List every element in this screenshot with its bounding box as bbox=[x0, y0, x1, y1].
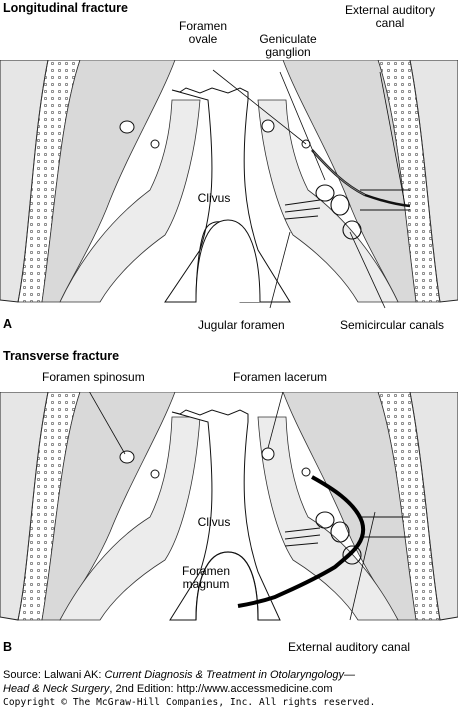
label-foramen-magnum: Foramen magnum bbox=[181, 564, 231, 591]
label-clivus-b: Clivus bbox=[197, 515, 231, 529]
label-clivus-a: Clivus bbox=[197, 191, 231, 205]
foramen-magnum-b bbox=[195, 551, 259, 621]
skull-base-diagram-b bbox=[0, 392, 458, 637]
panel-b-title: Transverse fracture bbox=[3, 349, 120, 363]
label-foramen-lacerum: Foramen lacerum bbox=[233, 370, 328, 384]
label-external-auditory-canal-b: External auditory canal bbox=[288, 640, 411, 654]
semicircular-canals-a bbox=[284, 184, 410, 240]
panel-b-letter: B bbox=[3, 640, 13, 654]
panel-a-letter: A bbox=[3, 317, 13, 331]
label-foramen-spinosum: Foramen spinosum bbox=[42, 370, 145, 384]
left-fossa-a bbox=[41, 60, 176, 303]
label-foramen-ovale: Foramen ovale bbox=[178, 19, 228, 46]
source-caption: Source: Lalwani AK: Current Diagnosis & … bbox=[3, 668, 355, 696]
book-title: Current Diagnosis & Treatment in Otolary… bbox=[104, 669, 355, 681]
label-external-auditory-canal-a: External auditory canal bbox=[344, 3, 436, 30]
panel-a-title: Longitudinal fracture bbox=[3, 1, 128, 15]
transverse-fracture-line bbox=[237, 475, 366, 608]
semicircular-canals-b bbox=[284, 511, 410, 565]
label-geniculate-ganglion: Geniculate ganglion bbox=[259, 32, 317, 59]
book-subtitle: Head & Neck Surgery bbox=[3, 683, 110, 695]
label-jugular-foramen: Jugular foramen bbox=[198, 318, 285, 332]
label-semicircular-canals: Semicircular canals bbox=[340, 318, 445, 332]
source-line-2: Head & Neck Surgery, 2nd Edition: http:/… bbox=[3, 683, 333, 695]
right-fossa-a bbox=[282, 60, 417, 303]
skull-base-diagram-a bbox=[0, 60, 458, 320]
copyright-notice: Copyright © The McGraw-Hill Companies, I… bbox=[3, 697, 376, 708]
source-line-1: Source: Lalwani AK: Current Diagnosis & … bbox=[3, 669, 355, 681]
